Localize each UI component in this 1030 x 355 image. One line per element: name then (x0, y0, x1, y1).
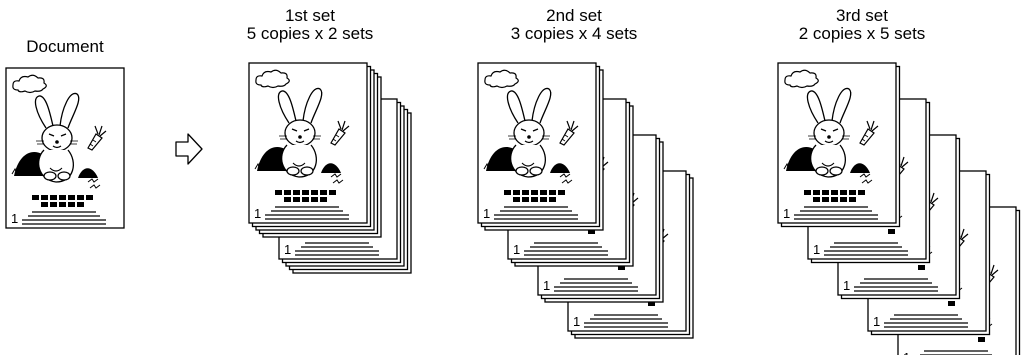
page-number: 1 (573, 314, 580, 329)
set-1-subtitle: 5 copies x 2 sets (246, 24, 374, 43)
set-3-group-1-copy-1: 1 (777, 62, 897, 224)
set-1-group-1-copy-1: 1 (248, 62, 368, 224)
set-3-label: 3rd set 2 copies x 5 sets (772, 7, 952, 43)
set-2-title: 2nd set (546, 6, 602, 25)
page-number: 1 (543, 278, 550, 293)
set-2-group-1-copy-1: 1 (477, 62, 597, 224)
page-number: 1 (254, 206, 261, 221)
document-page: 1 (5, 67, 125, 229)
set-2-subtitle: 3 copies x 4 sets (510, 24, 638, 43)
page-number: 1 (783, 206, 790, 221)
set-3-title: 3rd set (836, 6, 888, 25)
page-number: 1 (843, 278, 850, 293)
page-number: 1 (284, 242, 291, 257)
page-number: 1 (11, 211, 18, 226)
document-label: Document (26, 37, 104, 56)
page-number: 1 (483, 206, 490, 221)
page-number: 1 (903, 350, 910, 355)
page-number: 1 (513, 242, 520, 257)
page-number: 1 (873, 314, 880, 329)
set-1-title: 1st set (284, 6, 336, 25)
set-2-stack: 111111111111 (477, 62, 694, 339)
arrow-right-icon (175, 133, 203, 165)
page-number: 1 (813, 242, 820, 257)
set-2-label: 2nd set 3 copies x 4 sets (484, 7, 664, 43)
document-page-sheet: 1 (5, 67, 125, 229)
set-3-subtitle: 2 copies x 5 sets (798, 24, 926, 43)
set-1-label: 1st set 5 copies x 2 sets (220, 7, 400, 43)
